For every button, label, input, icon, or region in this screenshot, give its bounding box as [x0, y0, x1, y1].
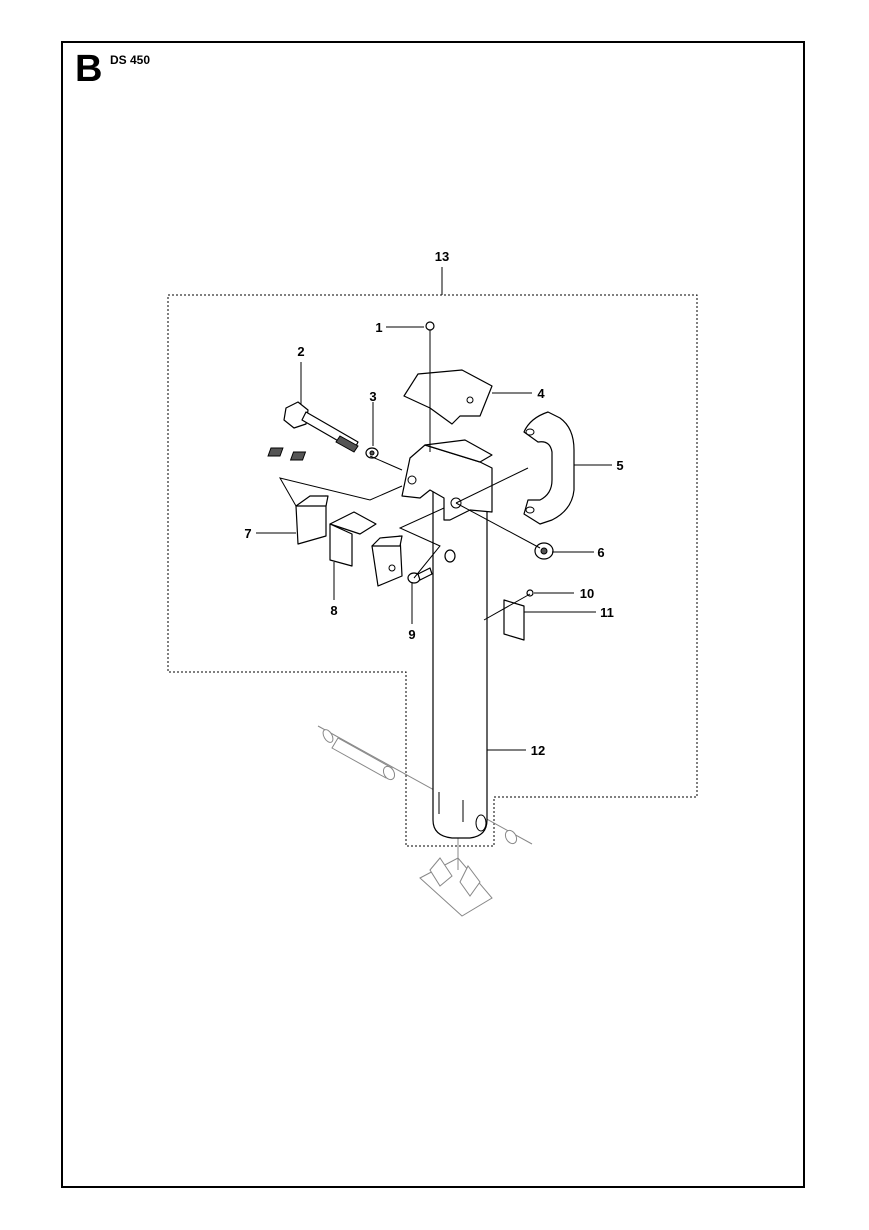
callout-6: 6 — [597, 545, 604, 560]
model-name: DS 450 — [110, 53, 151, 67]
part-washer — [365, 447, 379, 459]
callout-7: 7 — [244, 526, 251, 541]
part-clamp-insert — [329, 511, 377, 567]
callout-11: 11 — [600, 605, 614, 620]
callout-13: 13 — [435, 249, 449, 264]
part-handle — [523, 411, 575, 525]
callout-2: 2 — [297, 344, 304, 359]
page-frame — [61, 41, 805, 1188]
section-letter: B — [75, 48, 103, 90]
part-upper-housing — [267, 439, 493, 521]
assembly-boundary — [167, 294, 698, 847]
callout-9: 9 — [408, 627, 415, 642]
part-nut — [534, 542, 554, 560]
callout-12: 12 — [531, 743, 545, 758]
leader-lines — [256, 267, 612, 751]
ghost-pivot-pin — [317, 725, 533, 845]
part-screw — [425, 321, 435, 342]
callout-4: 4 — [537, 386, 545, 401]
ghost-base-bracket — [419, 836, 493, 917]
part-column-tube — [432, 485, 488, 839]
part-long-bolt — [283, 401, 359, 453]
part-clamp-block-b — [371, 535, 403, 587]
callout-3: 3 — [369, 389, 376, 404]
callout-1: 1 — [375, 320, 382, 335]
part-label-plate — [503, 599, 525, 641]
part-top-cover — [403, 369, 493, 425]
callout-10: 10 — [580, 586, 594, 601]
part-clamp-block-a — [295, 495, 329, 545]
callout-5: 5 — [616, 458, 623, 473]
callout-8: 8 — [330, 603, 337, 618]
